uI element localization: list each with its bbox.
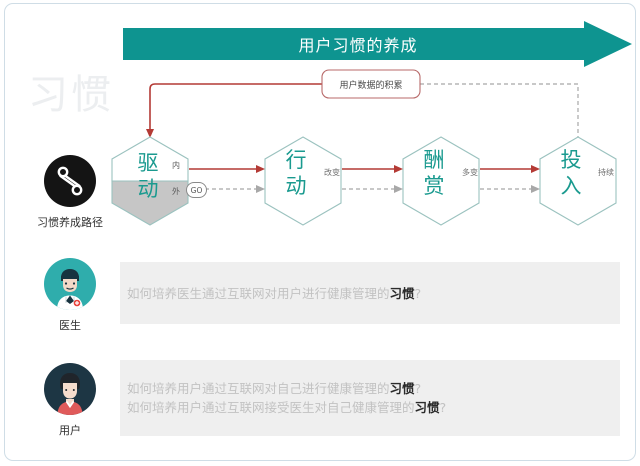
user-avatar-icon — [57, 373, 83, 415]
banner-title: 用户习惯的养成 — [298, 36, 418, 55]
hex-3-label-top: 酬 — [423, 148, 445, 172]
path-nodes-icon — [57, 166, 83, 196]
connector-red-arrow-3 — [531, 165, 540, 173]
hex-4-sub-label: 持续 — [598, 168, 614, 177]
hex-3-sub-label: 多变 — [462, 168, 478, 177]
actor-doctor: 医生 — [20, 258, 120, 333]
statement-box-doctor: 如何培养医生通过互联网对用户进行健康管理的习惯? — [120, 262, 620, 324]
callout-box — [321, 69, 421, 99]
statement-suffix: ? — [414, 381, 422, 396]
habit-path-avatar — [44, 155, 96, 207]
statement-prefix: 如何培养用户通过互联网接受医生对自己健康管理的 — [127, 400, 415, 415]
flow-diagram — [111, 69, 617, 226]
connector-dashed-arrow-3 — [531, 185, 540, 193]
hex-4-label-bottom: 入 — [560, 174, 582, 198]
statement-line: 如何培养用户通过互联网接受医生对自己健康管理的习惯? — [127, 398, 620, 417]
statement-bold: 习惯 — [389, 285, 415, 301]
hex-1-tag-top: 内 — [172, 161, 180, 170]
hex-4-shape — [539, 136, 617, 226]
hex-1-label-top: 驱 — [137, 151, 159, 175]
hex-1-label-bottom: 动 — [137, 177, 159, 201]
habit-path-caption: 习惯养成路径 — [37, 216, 103, 229]
statement-line: 如何培养医生通过互联网对用户进行健康管理的习惯? — [127, 284, 620, 303]
statement-suffix: ? — [439, 400, 447, 415]
hex-4-label-top: 投 — [560, 148, 582, 172]
user-caption: 用户 — [59, 424, 81, 437]
statement-prefix: 如何培养医生通过互联网对用户进行健康管理的 — [127, 285, 390, 301]
feedback-red-arrowhead — [146, 129, 154, 138]
statement-bold: 习惯 — [389, 381, 415, 396]
connector-red-arrow-1 — [256, 165, 265, 173]
statement-suffix: ? — [414, 285, 422, 301]
watermark-text: 习惯 — [28, 72, 114, 118]
doctor-avatar — [44, 258, 96, 310]
connector-red-arrow-2 — [394, 165, 403, 173]
feedback-red-path — [149, 83, 322, 130]
doctor-avatar-icon — [57, 269, 83, 310]
actor-habit-path: 习惯养成路径 — [20, 155, 120, 230]
user-avatar — [44, 363, 96, 415]
callout-label: 用户数据的积累 — [339, 80, 403, 91]
go-badge[interactable]: GO — [186, 182, 207, 198]
data-dashed-path — [420, 83, 579, 140]
hex-2-label-top: 行 — [285, 148, 307, 172]
hex-3-label-bottom: 赏 — [423, 174, 445, 198]
statement-box-user: 如何培养用户通过互联网对自己进行健康管理的习惯? 如何培养用户通过互联网接受医生… — [120, 360, 620, 436]
hex-2-shape — [264, 136, 342, 226]
hex-2-label-bottom: 动 — [285, 174, 307, 198]
statement-bold: 习惯 — [414, 400, 440, 415]
header-banner-arrow: 用户习惯的养成 — [123, 21, 632, 67]
hex-2-sub-label: 改变 — [324, 168, 340, 177]
doctor-caption: 医生 — [59, 319, 81, 332]
connector-dashed-arrow-2 — [394, 185, 403, 193]
actor-user: 用户 — [20, 363, 120, 438]
statement-line: 如何培养用户通过互联网对自己进行健康管理的习惯? — [127, 379, 620, 398]
statement-prefix: 如何培养用户通过互联网对自己进行健康管理的 — [127, 381, 390, 396]
connector-dashed-arrow-1 — [256, 185, 265, 193]
banner-arrow-shape — [123, 21, 632, 67]
hex-1-tag-bottom: 外 — [172, 187, 180, 196]
hex-3-shape — [402, 136, 480, 226]
